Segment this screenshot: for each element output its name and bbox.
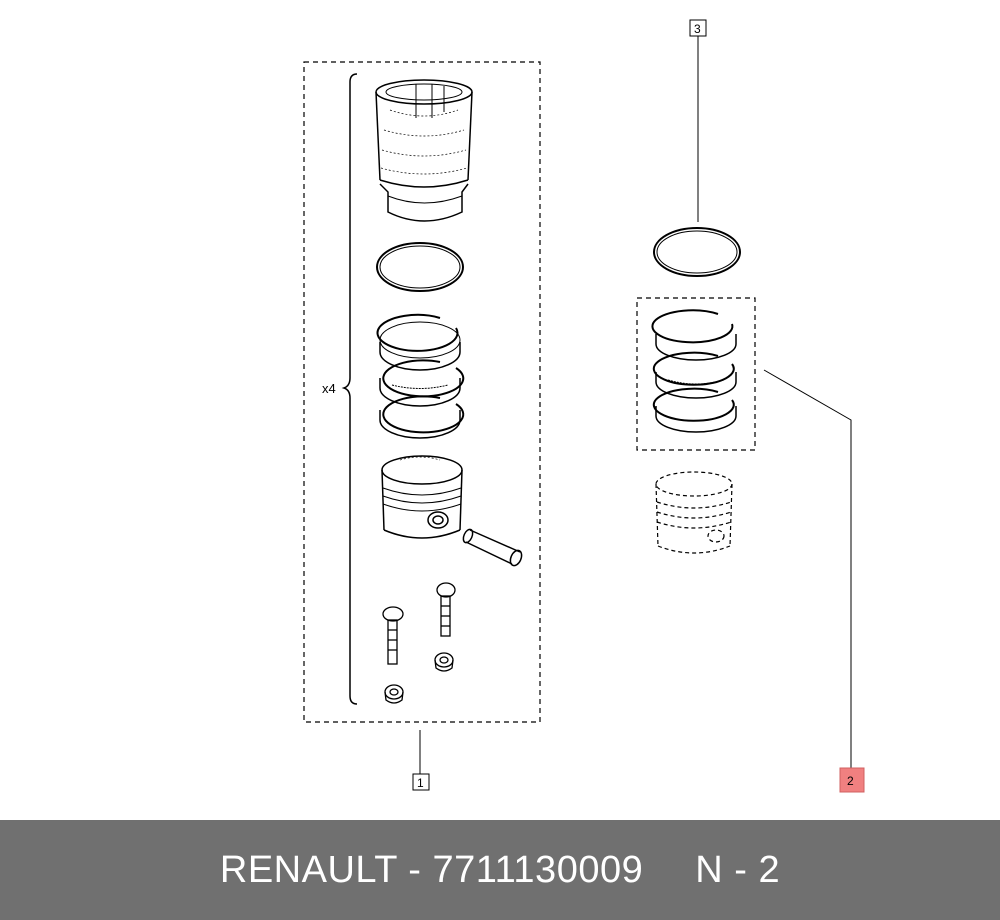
brand-name: RENAULT <box>219 848 398 891</box>
o-ring-icon <box>376 242 464 292</box>
seal-ring-icon <box>653 227 741 277</box>
kit-1-dashed-box <box>303 61 541 723</box>
bolt-icon-2 <box>436 582 456 637</box>
piston-icon <box>381 455 463 539</box>
nut-icon <box>434 652 454 672</box>
part-number: 7711130009 <box>432 848 644 891</box>
callout-2-leader <box>763 369 852 768</box>
ring-set-icon <box>651 309 737 433</box>
piston-outline-icon <box>655 471 733 554</box>
callout-2-box <box>839 767 865 793</box>
callout-3-label: 3 <box>694 22 701 36</box>
footer-bar: RENAULT - 7711130009 N - 2 <box>0 820 1000 920</box>
quantity-bracket <box>341 73 358 705</box>
ring-set-dashed-box <box>636 297 756 451</box>
position-code: N - 2 <box>695 848 781 891</box>
footer-text: RENAULT - 7711130009 N - 2 <box>220 849 780 892</box>
parts-diagram: x4 <box>303 19 865 793</box>
callout-2-label: 2 <box>847 774 854 788</box>
callout-1-box <box>412 773 430 791</box>
callout-1-label: 1 <box>417 776 424 790</box>
nut-icon-2 <box>384 684 404 704</box>
quantity-label: x4 <box>322 381 336 396</box>
piston-pin-icon <box>462 528 523 567</box>
bolt-icon <box>382 606 404 665</box>
piston-ring-set-icon <box>376 313 465 439</box>
footer-separator: - <box>397 848 433 891</box>
cylinder-liner-icon <box>375 79 473 222</box>
